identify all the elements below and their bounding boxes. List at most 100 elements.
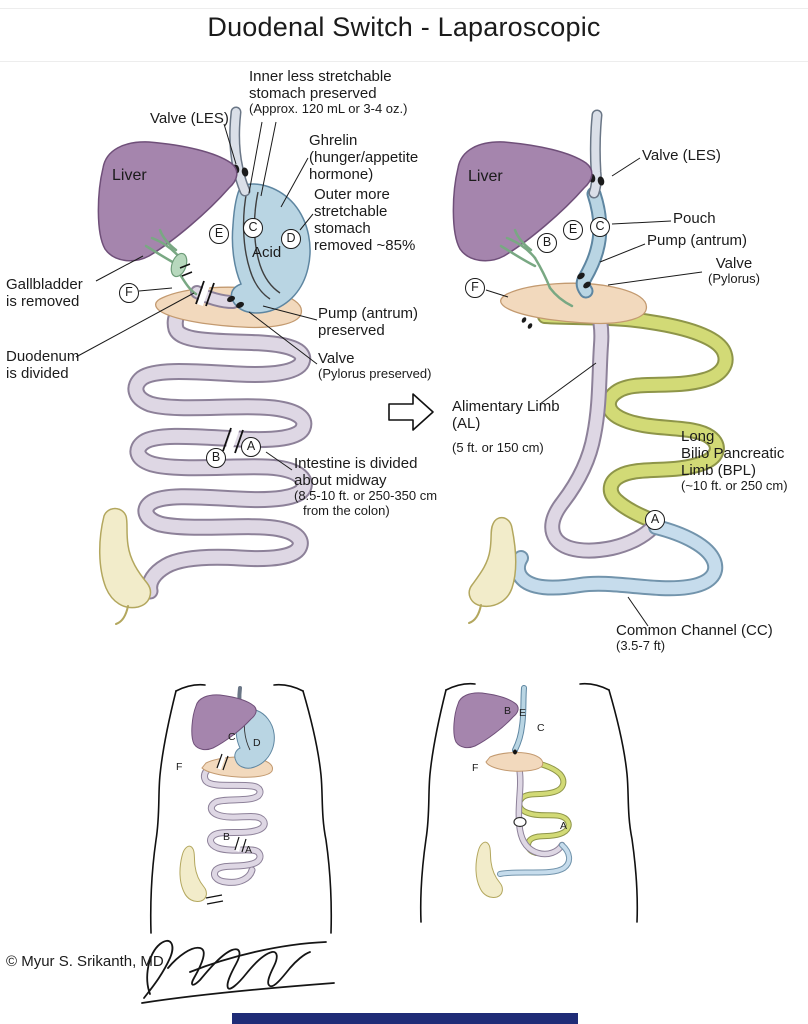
bile-ducts [499,228,574,308]
colon [98,507,152,609]
pylorus-valve-dot [227,295,235,303]
label-alimentary-limb: Alimentary Limb (AL) (5 ft. or 150 cm) [452,398,560,456]
pancreas [500,282,648,325]
pylorus-valve-dot [577,272,585,280]
torso-right [419,682,639,923]
left-leader-lines [75,121,318,471]
mini-marker-F-left: F [176,761,183,773]
text-line: is divided [6,365,69,383]
text-line: (Approx. 120 mL or 3-4 oz.) [249,101,408,117]
text-line: Outer more [314,186,390,203]
label-inner-stomach: Inner less stretchable stomach preserved… [249,68,407,117]
label-valve-les-left: Valve (LES) [150,110,229,127]
text-line: stomach [314,220,371,238]
intestine-division-mark [222,427,244,454]
marker-E-right: E [563,220,583,240]
mini-pancreas [485,752,544,772]
label-ghrelin: Ghrelin (hunger/appetite hormone) [309,132,418,183]
appendix [115,605,129,625]
text-line: Bilio Pancreatic [681,445,785,463]
label-liver-right: Liver [468,168,503,185]
transform-arrow [388,393,434,431]
text-line: (~10 ft. or 250 cm) [681,478,788,494]
label-bpl: Long Bilio Pancreatic Limb (BPL) (~10 ft… [681,428,788,494]
gallbladder [170,252,188,278]
text-line: (Pylorus preserved) [318,366,432,382]
duct-clip-marks [179,263,193,277]
torso-left [149,683,333,934]
les-valve-dot [241,167,249,177]
right-leader-lines [485,157,703,627]
text-line: Alimentary Limb [452,398,560,415]
text-line: removed ~85% [314,237,416,255]
label-gallbladder: Gallbladder is removed [6,276,83,310]
mini-cc [498,843,571,876]
mini-al [512,750,565,857]
marker-E-left: E [209,224,229,244]
pylorus-valve-dot [583,281,591,289]
mini-marker-C-left: C [228,731,236,743]
signature [141,939,335,1004]
marker-D-left: D [281,229,301,249]
common-channel [511,521,722,595]
label-outer-stomach: Outer more stretchable stomach removed ~… [314,186,415,254]
marker-C-right: C [590,217,610,237]
marker-F-right: F [465,278,485,298]
text-line: stretchable [314,203,388,221]
marker-B-left: B [206,448,226,468]
text-line: (8.5-10 ft. or 250-350 cm [294,488,438,504]
text-line: Pump (antrum) [318,305,419,322]
mini-marker-A-left: A [245,844,253,856]
bpl [539,310,732,527]
label-pouch: Pouch [673,210,716,227]
torso-left-outline [149,683,333,934]
mini-liver [453,692,519,749]
text-line: Inner less stretchable [249,68,392,85]
duct-clip [521,317,527,323]
text-line: preserved [318,322,385,340]
text-line: is removed [6,293,80,311]
label-acid: Acid [252,244,282,261]
text-line: Ghrelin [309,132,358,149]
mini-marker-A-right: A [560,820,568,832]
text-line: Limb (BPL) [681,462,757,480]
text-line: Intestine is divided [294,455,418,472]
label-valve-les-right: Valve (LES) [642,147,721,164]
small-intestine [129,290,311,598]
label-duodenum: Duodenum is divided [6,348,79,382]
appendix [468,604,482,624]
text-line: stomach preserved [249,85,377,103]
sleeve-line-outer [253,191,281,294]
colon [468,516,517,608]
text-line: Long [681,428,715,445]
text-line: (hunger/appetite [309,149,419,167]
left-figure [75,106,318,625]
text-line: Gallbladder [6,276,83,293]
mini-pylorus-dot [513,749,517,755]
duodenum-division-mark [195,280,215,307]
marker-C-left: C [243,218,263,238]
esophagus [590,111,601,197]
sleeve-line-inner [242,189,271,300]
mini-marker-F-right: F [472,762,479,774]
mini-marker-E-right: E [519,707,527,719]
title-divider [0,61,808,62]
marker-A-left: A [241,437,261,457]
mini-gut [201,762,267,885]
top-rule [0,8,808,9]
marker-A-right: A [645,510,665,530]
mini-colon [475,841,503,898]
label-pump-left: Pump (antrum) preserved [318,305,418,339]
duct-clip [527,323,533,329]
torso-right-outline [419,682,639,923]
text-line: Duodenum [6,348,80,365]
mini-marker-D-left: D [253,737,261,749]
mini-anastomosis-ring [513,816,527,828]
mini-marker-C-right: C [537,722,545,734]
mini-marker-B-left: B [223,831,231,843]
mini-bpl [517,758,571,855]
marker-F-left: F [119,283,139,303]
label-intestine-division: Intestine is divided about midway (8.5-1… [294,455,437,519]
